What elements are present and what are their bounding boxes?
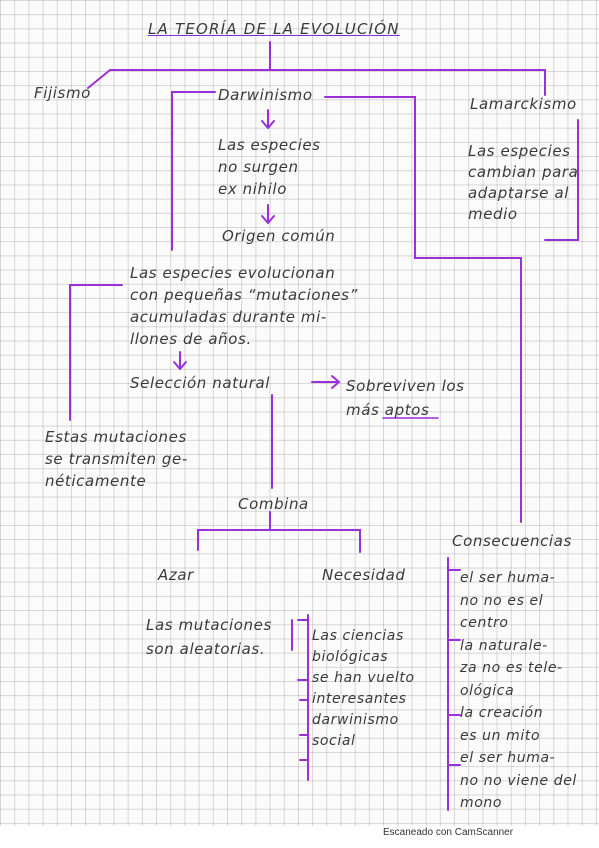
origen-comun: Origen común (222, 227, 336, 245)
consecuencias-label: Consecuencias (452, 532, 572, 550)
necesidad-bracket (297, 614, 309, 781)
combina-bar (197, 511, 361, 553)
evolucion-description: Las especies evolucionan con pequeñas “m… (130, 264, 358, 348)
necesidad-description: Las ciencias biológicas se han vuelto in… (312, 628, 415, 749)
branch-fijismo: Fijismo (34, 84, 91, 102)
azar-label: Azar (158, 566, 194, 584)
seleccion-natural: Selección natural (130, 374, 271, 392)
fijismo-connector (87, 69, 111, 89)
arrow-sobreviven (311, 375, 341, 389)
arrow-darwin-down-2 (261, 204, 275, 225)
branch-lamarckismo: Lamarckismo (470, 95, 577, 113)
arrow-evolucion-down (173, 351, 187, 371)
consecuencias-description: el ser huma- no no es el centro la natur… (460, 570, 577, 811)
transmiten-text: Estas mutaciones se transmiten ge- nétic… (45, 428, 188, 490)
consecuencias-bracket (447, 557, 461, 811)
branch-darwinismo: Darwinismo (218, 86, 313, 104)
grid-paper (0, 0, 599, 826)
combina-label: Combina (238, 495, 309, 513)
darwin-left-line (171, 91, 216, 251)
sobreviven-text: Sobreviven los más aptos (346, 377, 465, 419)
darwin-description: Las especies no surgen ex nihilo (218, 136, 321, 198)
page-title: LA TEORÍA DE LA EVOLUCIÓN (148, 20, 400, 38)
evolucion-left-line (69, 284, 123, 421)
lamarck-bracket (544, 119, 579, 241)
darwin-right-line (324, 96, 522, 523)
arrow-darwin-down-1 (261, 109, 275, 130)
top-bar (109, 69, 546, 96)
azar-description: Las mutaciones son aleatorias. (146, 616, 272, 658)
necesidad-label: Necesidad (322, 566, 406, 584)
lamarck-description: Las especies cambian para adaptarse al m… (468, 142, 579, 223)
scanner-watermark: Escaneado con CamScanner (383, 827, 514, 838)
